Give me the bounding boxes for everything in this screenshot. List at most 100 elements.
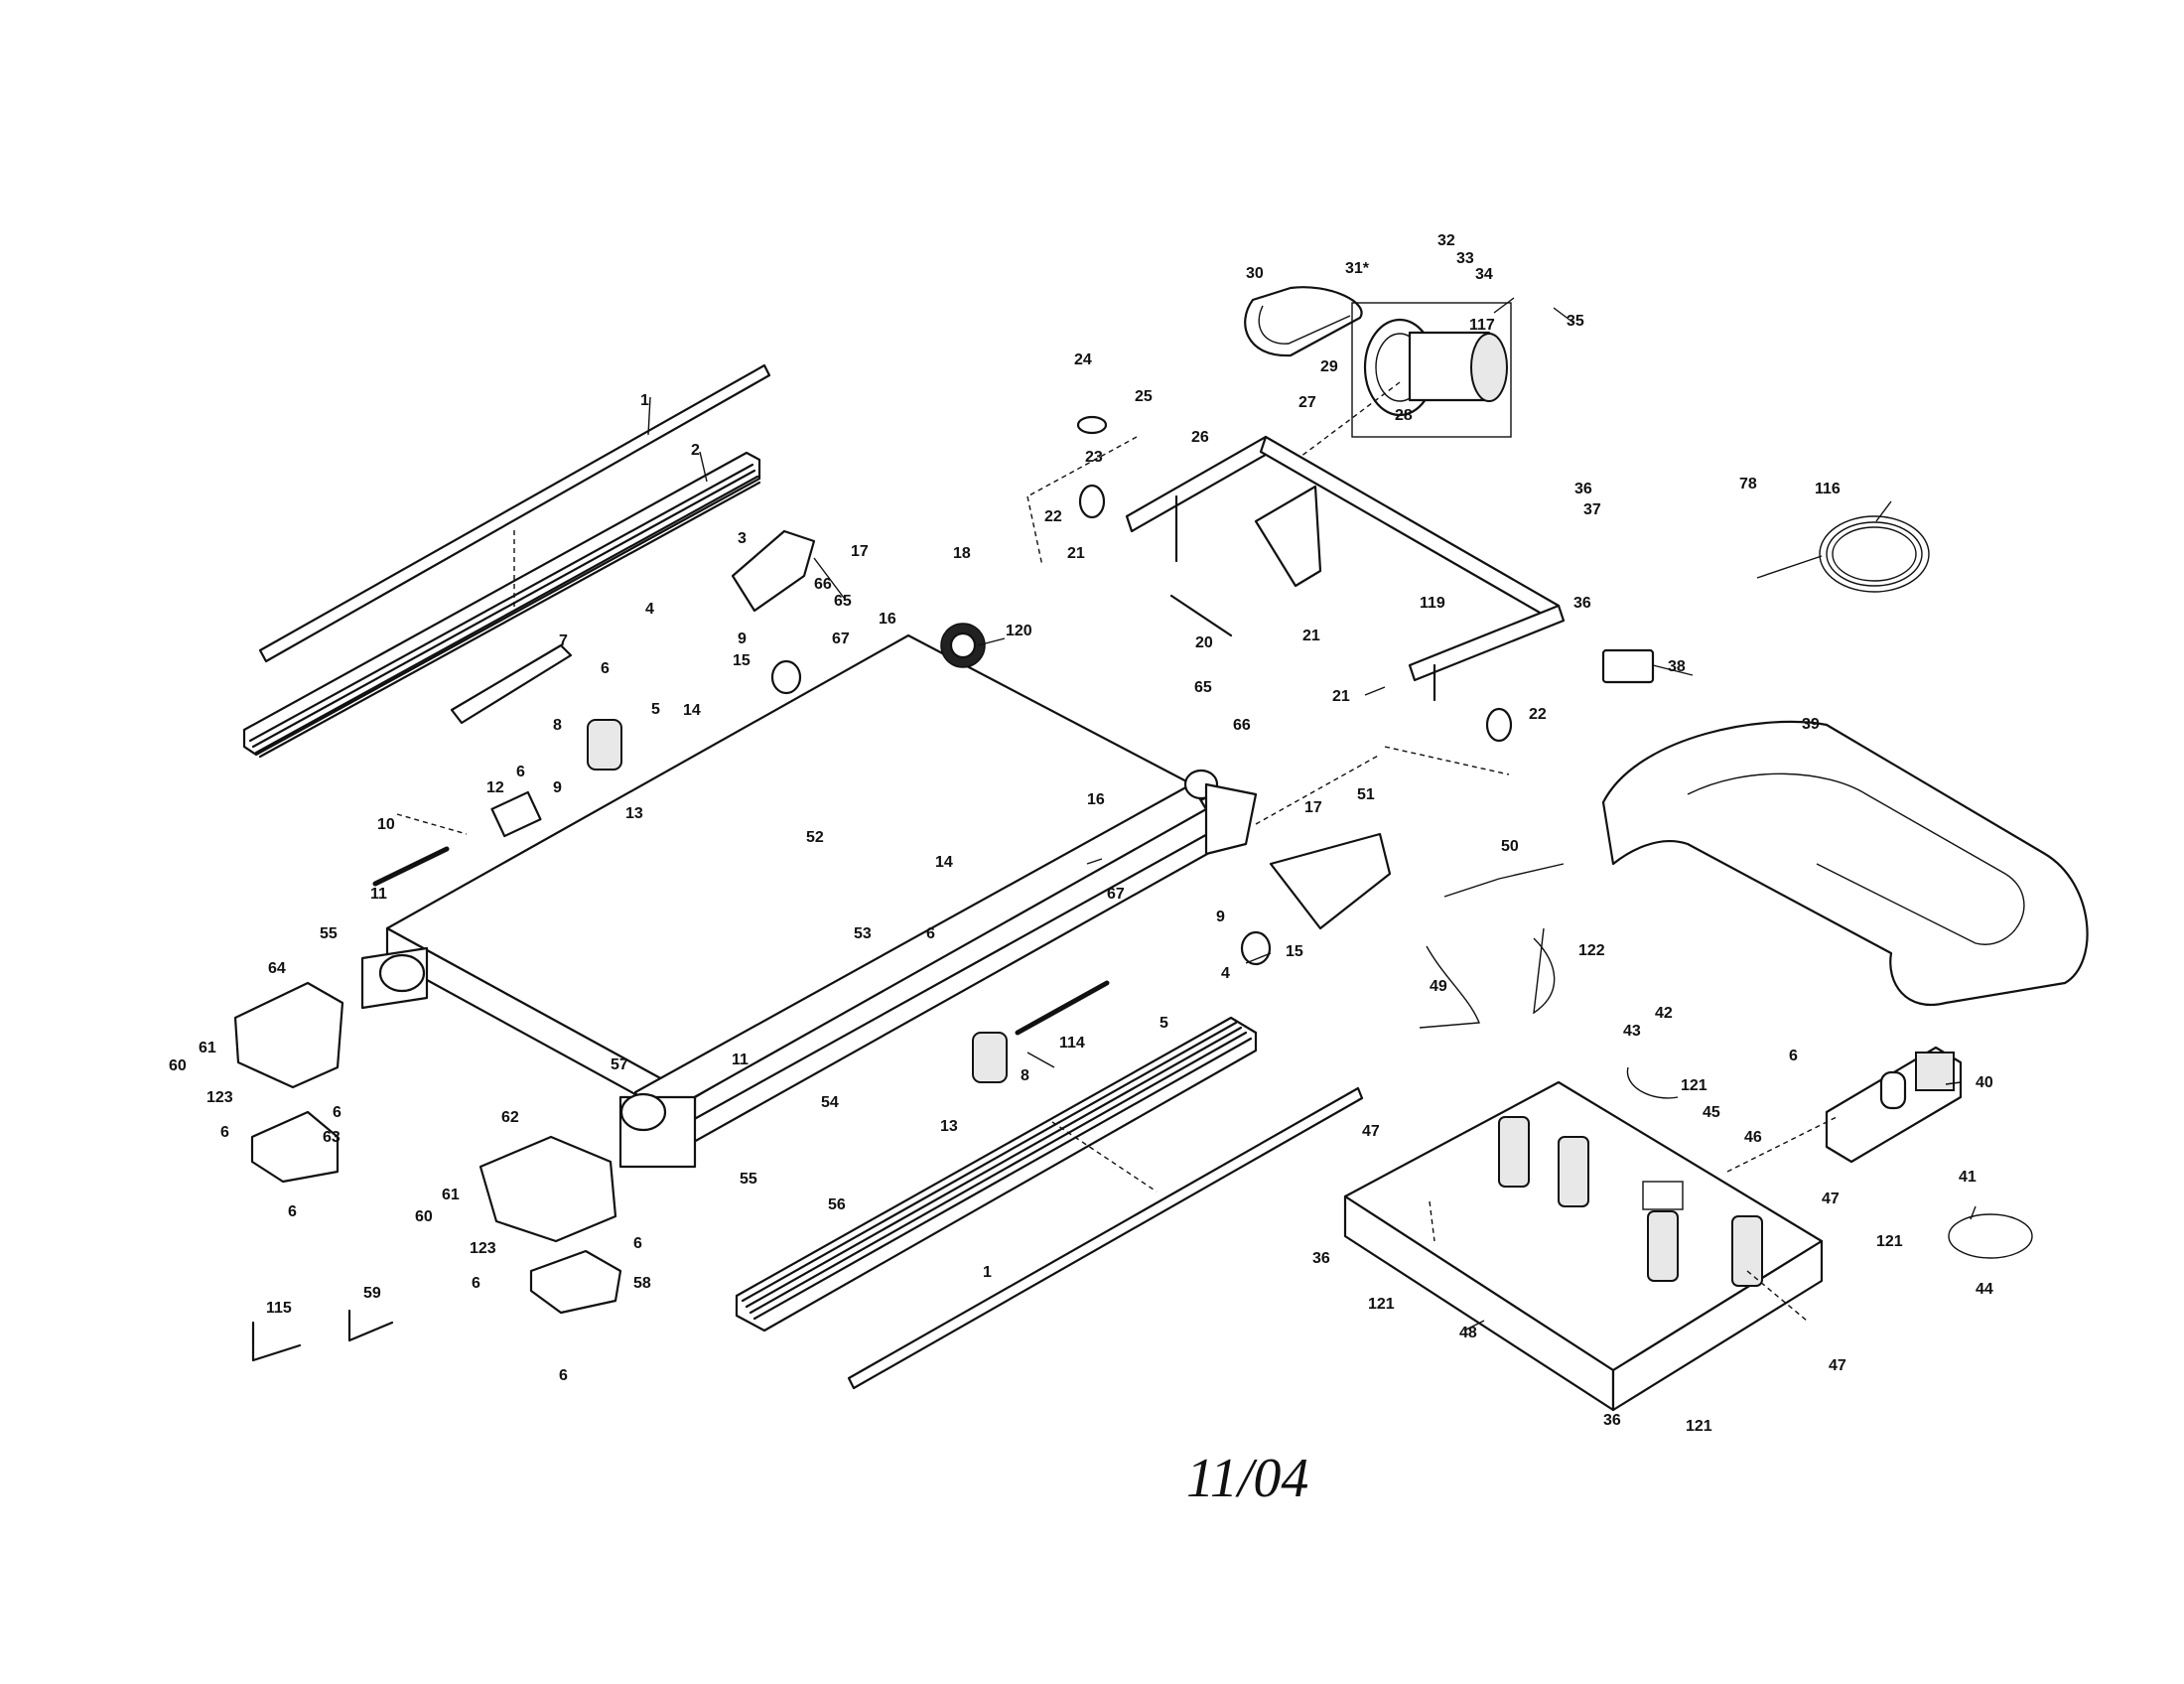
callout-10: 10 (377, 816, 395, 833)
callout-17b: 17 (1304, 799, 1322, 816)
callout-123a: 123 (206, 1089, 233, 1106)
right-side-rail (735, 1016, 1364, 1390)
callout-1a: 1 (640, 392, 649, 409)
callout-13a: 13 (625, 805, 643, 822)
callout-14a: 14 (683, 702, 701, 719)
callout-35: 35 (1567, 313, 1584, 330)
callout-36c: 36 (1312, 1250, 1330, 1267)
callout-15b: 15 (1286, 943, 1303, 960)
callout-25: 25 (1135, 388, 1153, 405)
callout-23: 23 (1085, 449, 1103, 466)
base-pan (1343, 1080, 1824, 1412)
callout-117: 117 (1469, 317, 1495, 334)
callout-16a: 16 (879, 611, 896, 628)
callout-40: 40 (1976, 1074, 1993, 1091)
callout-36d: 36 (1603, 1412, 1621, 1429)
callout-65a: 65 (834, 593, 852, 610)
callout-121c: 121 (1368, 1296, 1395, 1313)
motor-hood (1601, 720, 2089, 1006)
callout-114: 114 (1059, 1035, 1085, 1052)
callout-21c: 21 (1332, 688, 1350, 705)
callout-55a: 55 (320, 925, 338, 942)
callout-38: 38 (1668, 658, 1686, 675)
callout-2: 2 (691, 442, 700, 459)
callout-116: 116 (1815, 481, 1841, 497)
callout-21b: 21 (1302, 628, 1320, 644)
callout-4b: 4 (1221, 965, 1230, 982)
callout-13b: 13 (940, 1118, 958, 1135)
callout-22b: 22 (1529, 706, 1547, 723)
callout-67b: 67 (1107, 886, 1125, 903)
callout-1b: 1 (983, 1264, 992, 1281)
callout-58: 58 (633, 1275, 651, 1292)
callout-56: 56 (828, 1196, 846, 1213)
callout-49: 49 (1430, 978, 1447, 995)
callout-9b: 9 (738, 631, 747, 647)
callout-48: 48 (1459, 1325, 1477, 1341)
callout-7: 7 (559, 632, 568, 649)
motor-controller (1825, 1046, 1963, 1164)
callout-66a: 66 (814, 576, 832, 593)
callout-14b: 14 (935, 854, 953, 871)
deck-and-frame (360, 623, 1258, 1169)
drive-motor (1244, 286, 1512, 438)
callout-50: 50 (1501, 838, 1519, 855)
callout-17a: 17 (851, 543, 869, 560)
callout-6i: 6 (926, 925, 935, 942)
callout-36a: 36 (1574, 481, 1592, 497)
callout-9c: 9 (1216, 909, 1225, 925)
callout-26: 26 (1191, 429, 1209, 446)
leader-lines (647, 297, 1977, 1332)
callout-121b: 121 (1876, 1233, 1903, 1250)
callout-66b: 66 (1233, 717, 1251, 734)
callout-115: 115 (266, 1300, 292, 1317)
callout-39: 39 (1802, 716, 1820, 733)
callout-60b: 60 (415, 1208, 433, 1225)
callout-33: 33 (1456, 250, 1474, 267)
callout-37: 37 (1583, 501, 1601, 518)
callout-62: 62 (501, 1109, 519, 1126)
callout-63: 63 (323, 1129, 341, 1146)
callout-4a: 4 (645, 601, 654, 618)
callout-34: 34 (1475, 266, 1493, 283)
callout-24: 24 (1074, 351, 1092, 368)
callout-6e: 6 (288, 1203, 297, 1220)
callout-59: 59 (363, 1285, 381, 1302)
callout-6c: 6 (220, 1124, 229, 1141)
callout-41: 41 (1959, 1169, 1977, 1186)
callout-122: 122 (1578, 942, 1605, 959)
callout-21a: 21 (1067, 545, 1085, 562)
callout-43: 43 (1623, 1023, 1641, 1040)
callout-47b: 47 (1822, 1191, 1840, 1207)
callout-60a: 60 (169, 1057, 187, 1074)
callout-5b: 5 (1160, 1015, 1168, 1032)
callout-57: 57 (611, 1056, 628, 1073)
callout-6d: 6 (333, 1104, 341, 1121)
assembly-paths (396, 381, 1838, 1322)
callout-120: 120 (1006, 623, 1032, 639)
callout-55b: 55 (740, 1171, 757, 1188)
callout-52: 52 (806, 829, 824, 846)
callout-53: 53 (854, 925, 872, 942)
callout-22a: 22 (1044, 508, 1062, 525)
callout-6a: 6 (601, 660, 610, 677)
callout-44: 44 (1976, 1281, 1993, 1298)
callout-61a: 61 (199, 1040, 216, 1056)
callout-18: 18 (953, 545, 971, 562)
callout-27: 27 (1298, 394, 1316, 411)
callout-11a: 11 (370, 886, 387, 903)
callout-121d: 121 (1686, 1418, 1712, 1435)
left-side-rail (242, 363, 771, 759)
callout-54: 54 (821, 1094, 839, 1111)
callout-8b: 8 (1021, 1067, 1029, 1084)
callout-6f: 6 (472, 1275, 480, 1292)
callout-6j: 6 (1789, 1048, 1798, 1064)
callout-42: 42 (1655, 1005, 1673, 1022)
callout-31: 31* (1345, 260, 1370, 277)
callout-8a: 8 (553, 717, 562, 734)
callout-121a: 121 (1681, 1077, 1707, 1094)
callout-12: 12 (486, 779, 504, 796)
callout-65b: 65 (1194, 679, 1212, 696)
